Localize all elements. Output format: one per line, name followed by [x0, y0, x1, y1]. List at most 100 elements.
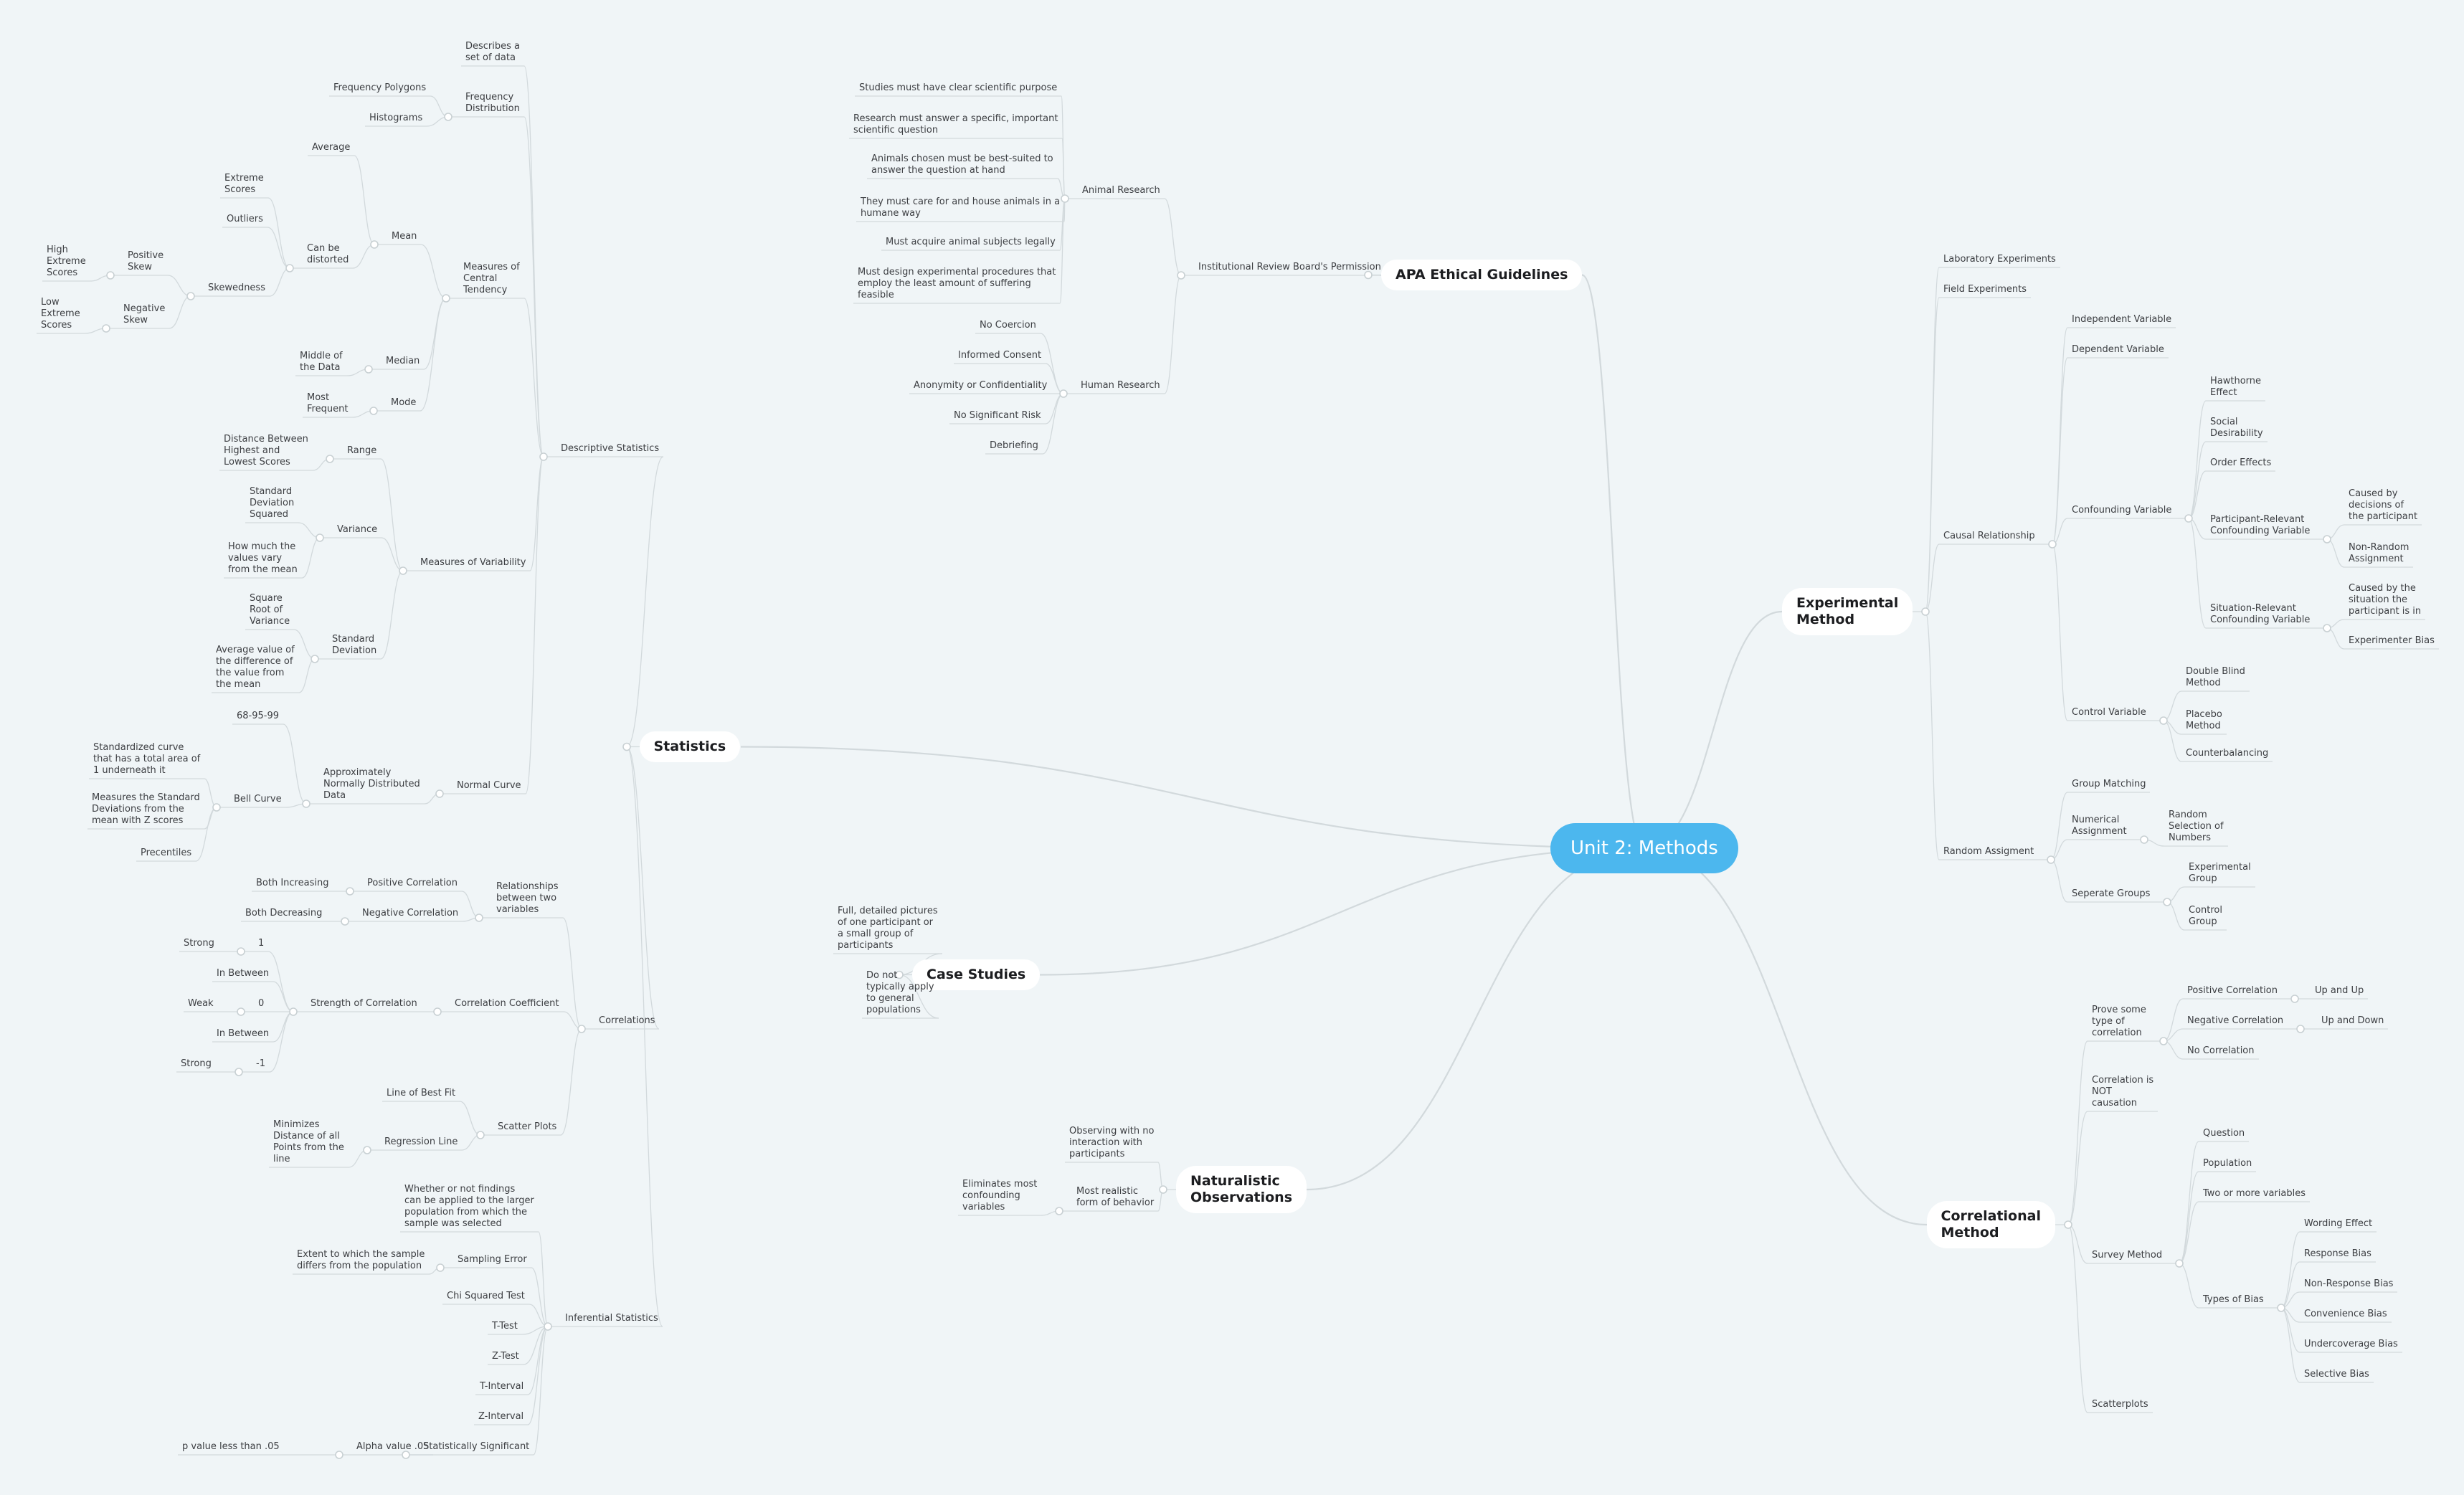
topic-node[interactable]: Negative Correlation: [362, 908, 459, 919]
topic-node[interactable]: Square Root of Variance: [250, 593, 290, 627]
topic-node[interactable]: Variance: [337, 524, 378, 535]
topic-node[interactable]: Strong: [184, 938, 214, 949]
topic-node[interactable]: Causal Relationship: [1943, 531, 2035, 541]
topic-node[interactable]: Debriefing: [990, 440, 1038, 451]
topic-node[interactable]: Participant-Relevant Confounding Variabl…: [2210, 514, 2311, 536]
topic-node[interactable]: Positive Correlation: [367, 878, 458, 888]
topic-node[interactable]: No Correlation: [2187, 1045, 2255, 1056]
topic-node[interactable]: Double Blind Method: [2186, 666, 2245, 688]
topic-node[interactable]: Scatter Plots: [498, 1121, 557, 1132]
topic-node[interactable]: Statistically Significant: [423, 1441, 530, 1452]
topic-node[interactable]: Seperate Groups: [2072, 888, 2151, 899]
topic-node[interactable]: Correlations: [599, 1015, 655, 1026]
topic-node[interactable]: Research must answer a specific, importa…: [853, 113, 1058, 136]
topic-node[interactable]: Correlation Coefficient: [455, 998, 559, 1009]
topic-node[interactable]: Measures of Central Tendency: [463, 262, 520, 295]
topic-node[interactable]: Minimizes Distance of all Points from th…: [273, 1119, 344, 1164]
topic-node[interactable]: Random Selection of Numbers: [2169, 810, 2224, 843]
topic-node[interactable]: Low Extreme Scores: [41, 297, 80, 331]
topic-node[interactable]: Do not typically apply to general popula…: [866, 970, 934, 1015]
topic-node[interactable]: Mode: [391, 397, 417, 408]
topic-node[interactable]: Histograms: [369, 113, 423, 123]
topic-node[interactable]: Situation-Relevant Confounding Variable: [2210, 603, 2311, 625]
topic-node[interactable]: They must care for and house animals in …: [861, 196, 1061, 219]
topic-node[interactable]: -1: [256, 1058, 265, 1069]
topic-node[interactable]: Confounding Variable: [2072, 505, 2172, 516]
topic-node[interactable]: Question: [2203, 1128, 2245, 1139]
topic-node[interactable]: p value less than .05: [182, 1441, 280, 1452]
topic-node[interactable]: Selective Bias: [2304, 1369, 2369, 1380]
topic-node[interactable]: Distance Between Highest and Lowest Scor…: [224, 434, 308, 468]
topic-node[interactable]: Sampling Error: [458, 1254, 527, 1265]
topic-node[interactable]: Both Increasing: [256, 878, 329, 888]
topic-node[interactable]: Undercoverage Bias: [2304, 1339, 2398, 1349]
topic-node[interactable]: Whether or not findings can be applied t…: [404, 1184, 534, 1229]
topic-node[interactable]: 0: [258, 998, 265, 1009]
topic-node[interactable]: Full, detailed pictures of one participa…: [838, 906, 938, 951]
topic-node[interactable]: Chi Squared Test: [447, 1291, 525, 1301]
topic-node[interactable]: Measures of Variability: [420, 557, 526, 568]
topic-node[interactable]: Up and Up: [2315, 985, 2364, 996]
topic-node[interactable]: Control Group: [2189, 905, 2222, 927]
topic-node[interactable]: Strong: [181, 1058, 212, 1069]
topic-node[interactable]: Response Bias: [2304, 1248, 2371, 1259]
topic-node[interactable]: Average: [312, 142, 351, 153]
topic-node[interactable]: T-Interval: [480, 1381, 524, 1392]
topic-node[interactable]: Bell Curve: [234, 794, 282, 805]
central-topic[interactable]: Unit 2: Methods: [1550, 823, 1738, 873]
topic-node[interactable]: Most realistic form of behavior: [1076, 1186, 1155, 1208]
topic-node[interactable]: Types of Bias: [2203, 1294, 2264, 1305]
topic-node[interactable]: Human Research: [1081, 380, 1160, 391]
topic-node[interactable]: Negative Skew: [123, 303, 166, 326]
topic-node[interactable]: Can be distorted: [307, 243, 349, 265]
topic-node[interactable]: Range: [347, 445, 377, 456]
topic-node[interactable]: In Between: [217, 1028, 270, 1039]
topic-node[interactable]: Extent to which the sample differs from …: [297, 1249, 425, 1271]
topic-node[interactable]: High Extreme Scores: [47, 245, 86, 278]
topic-node[interactable]: Dependent Variable: [2072, 344, 2164, 355]
main-topic[interactable]: Correlational Method: [1926, 1201, 2055, 1248]
topic-node[interactable]: Measures the Standard Deviations from th…: [92, 792, 200, 826]
main-topic[interactable]: Naturalistic Observations: [1176, 1166, 1307, 1213]
topic-node[interactable]: Non-Random Assignment: [2349, 542, 2409, 564]
topic-node[interactable]: Anonymity or Confidentiality: [914, 380, 1048, 391]
topic-node[interactable]: 1: [258, 938, 265, 949]
topic-node[interactable]: 68-95-99: [237, 711, 280, 721]
topic-node[interactable]: Positive Skew: [128, 250, 164, 272]
topic-node[interactable]: Extreme Scores: [224, 173, 264, 195]
topic-node[interactable]: Counterbalancing: [2186, 748, 2269, 759]
topic-node[interactable]: Frequency Polygons: [333, 82, 427, 93]
topic-node[interactable]: Scatterplots: [2092, 1399, 2148, 1410]
topic-node[interactable]: Line of Best Fit: [387, 1088, 456, 1098]
topic-node[interactable]: Z-Test: [492, 1351, 519, 1362]
topic-node[interactable]: Frequency Distribution: [465, 92, 520, 114]
topic-node[interactable]: Eliminates most confounding variables: [962, 1179, 1038, 1212]
topic-node[interactable]: Two or more variables: [2203, 1188, 2306, 1199]
topic-node[interactable]: Inferential Statistics: [565, 1313, 658, 1324]
topic-node[interactable]: T-Test: [492, 1321, 518, 1332]
topic-node[interactable]: Experimental Group: [2189, 862, 2251, 884]
topic-node[interactable]: Field Experiments: [1943, 284, 2027, 295]
topic-node[interactable]: Non-Response Bias: [2304, 1278, 2394, 1289]
topic-node[interactable]: Animals chosen must be best-suited to an…: [871, 153, 1053, 176]
main-topic[interactable]: Experimental Method: [1782, 588, 1913, 635]
topic-node[interactable]: Placebo Method: [2186, 709, 2222, 731]
topic-node[interactable]: Order Effects: [2210, 457, 2272, 468]
topic-node[interactable]: Caused by the situation the participant …: [2349, 583, 2422, 617]
topic-node[interactable]: Correlation is NOT causation: [2092, 1075, 2154, 1109]
topic-node[interactable]: Must acquire animal subjects legally: [886, 237, 1056, 247]
topic-node[interactable]: Random Assigment: [1943, 846, 2034, 857]
topic-node[interactable]: Alpha value .05: [356, 1441, 430, 1452]
topic-node[interactable]: Average value of the difference of the v…: [216, 645, 295, 690]
topic-node[interactable]: Approximately Normally Distributed Data: [323, 767, 420, 801]
topic-node[interactable]: Must design experimental procedures that…: [858, 267, 1056, 300]
topic-node[interactable]: Independent Variable: [2072, 314, 2172, 325]
topic-node[interactable]: Standardized curve that has a total area…: [93, 742, 201, 776]
topic-node[interactable]: Social Desirability: [2210, 417, 2263, 439]
topic-node[interactable]: Laboratory Experiments: [1943, 254, 2056, 265]
topic-node[interactable]: Experimenter Bias: [2349, 635, 2435, 646]
topic-node[interactable]: Weak: [188, 998, 214, 1009]
topic-node[interactable]: Informed Consent: [958, 350, 1042, 361]
topic-node[interactable]: No Significant Risk: [954, 410, 1041, 421]
topic-node[interactable]: Descriptive Statistics: [561, 443, 660, 454]
